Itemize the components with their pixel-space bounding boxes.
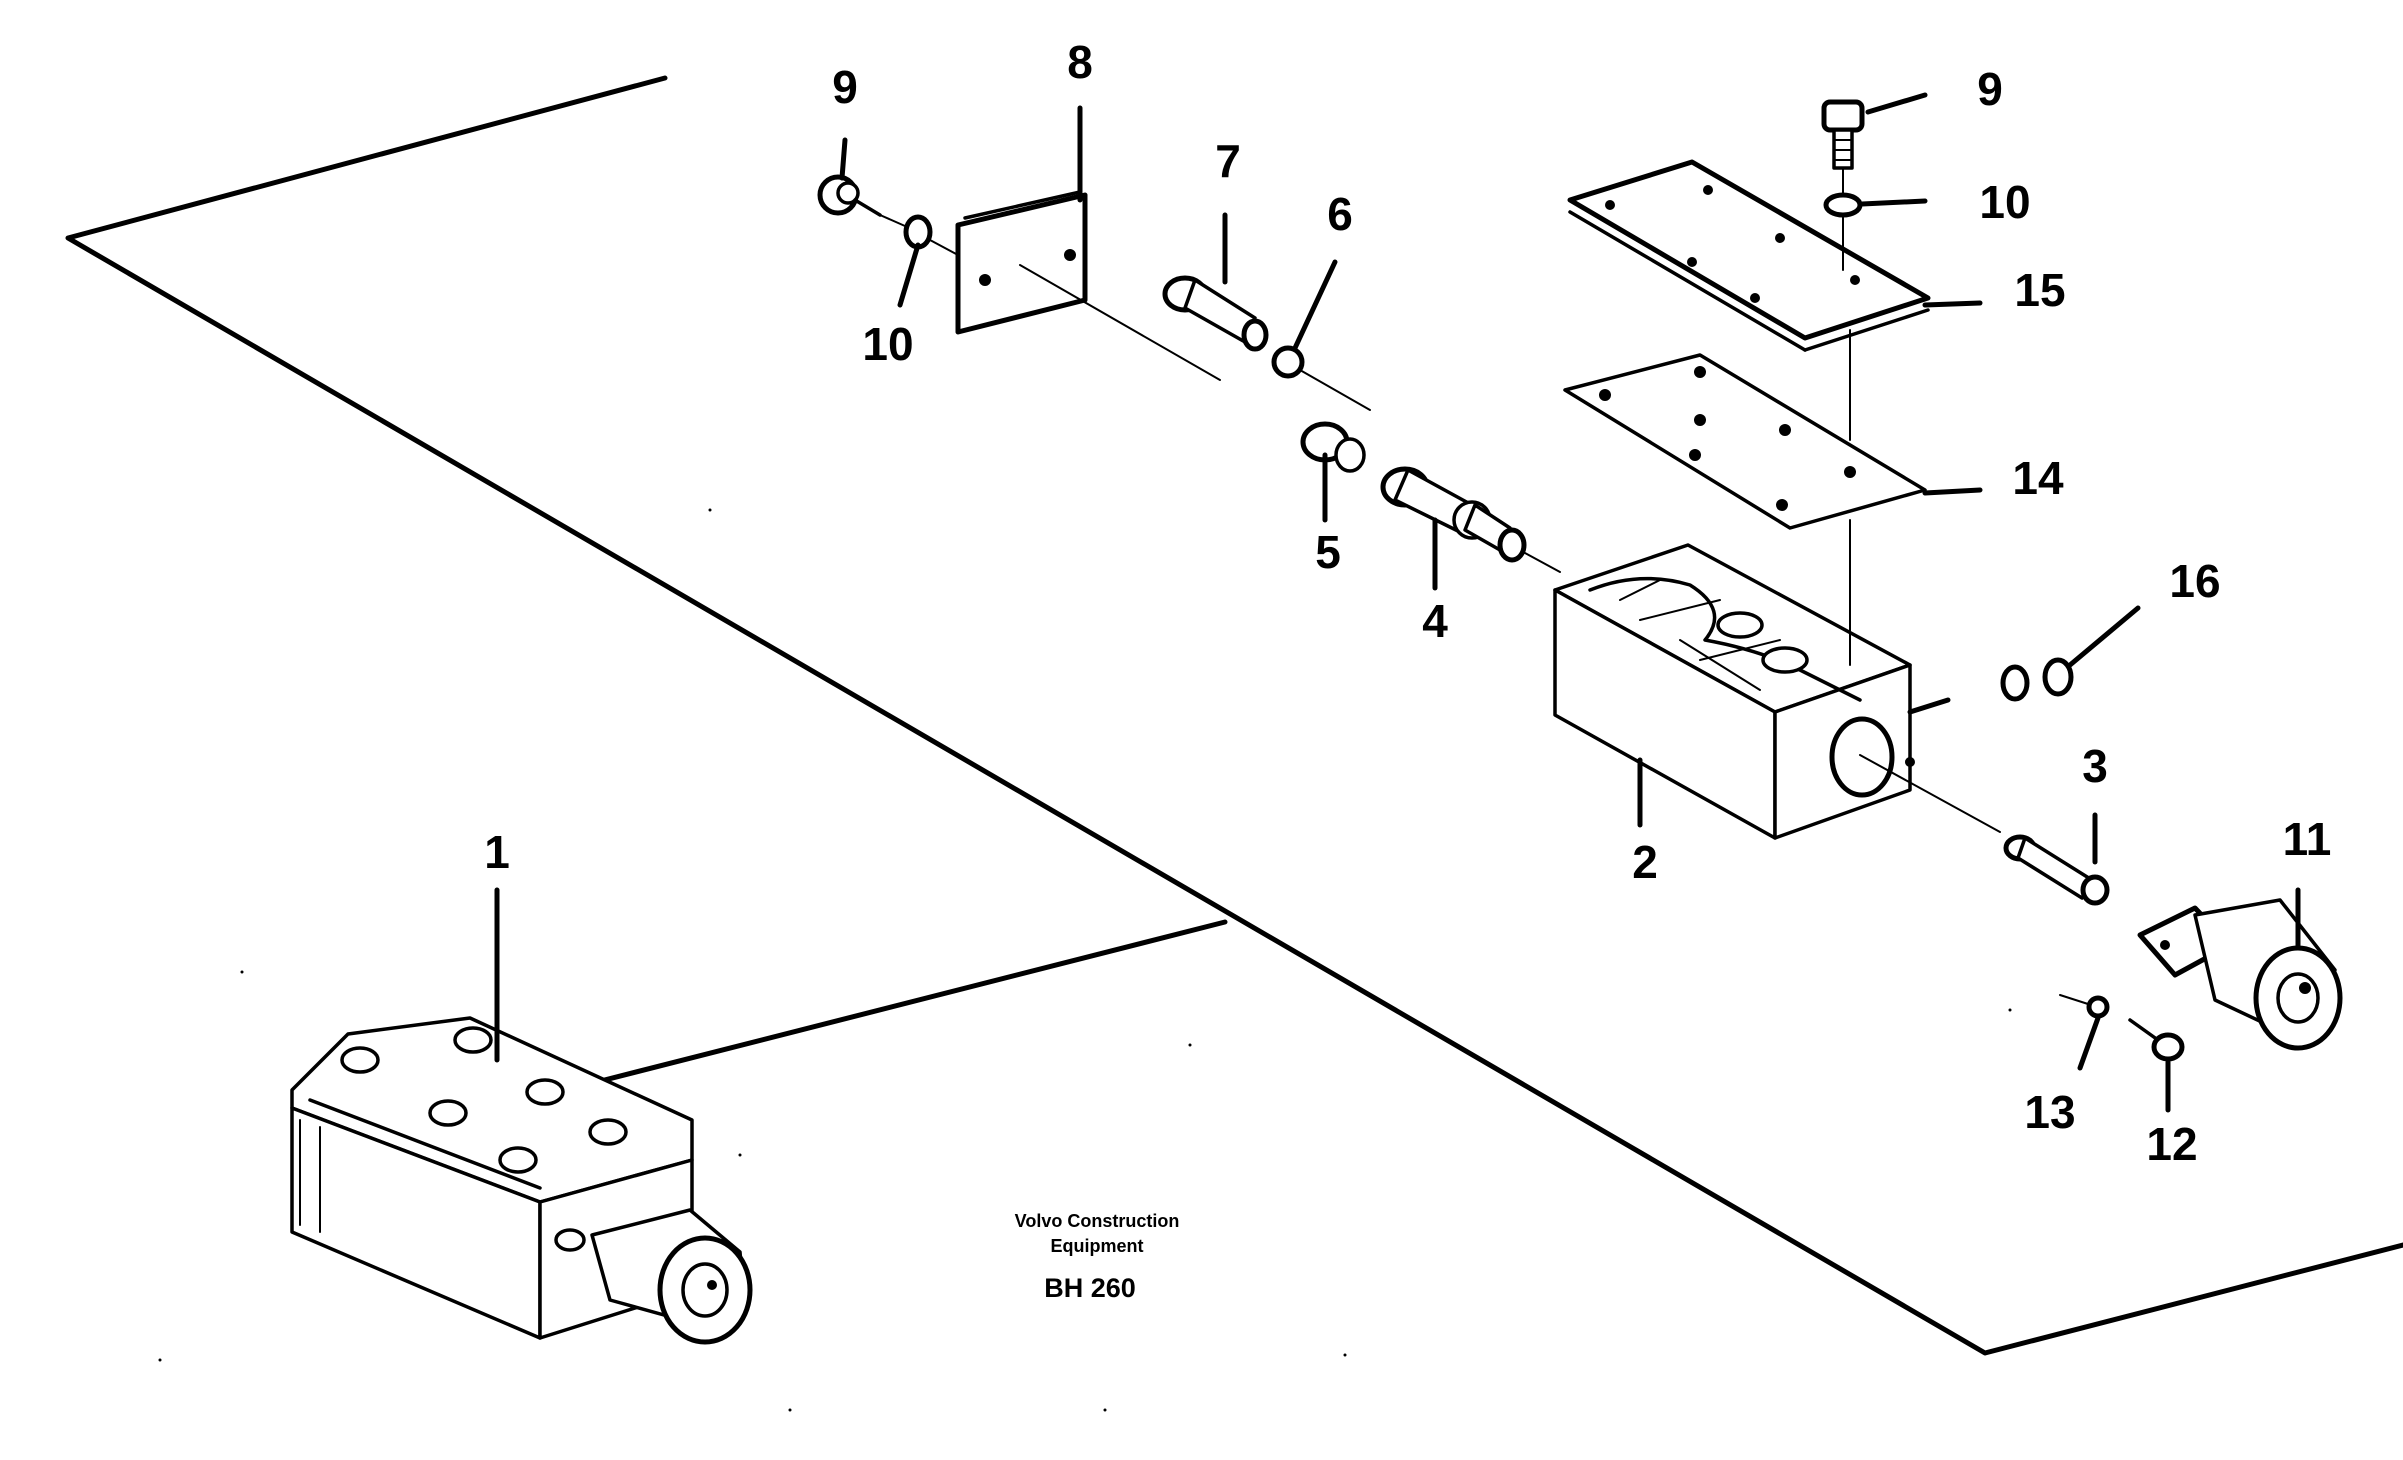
assembly-centerlines	[879, 167, 2089, 1005]
callout-labels: 1 2 3 4 5 6 7 8 9 10 9 10 11 12 13 14 15…	[484, 36, 2331, 1170]
part-9-screw-left	[817, 174, 882, 217]
callout-9-left: 9	[832, 61, 858, 113]
callout-13: 13	[2024, 1086, 2075, 1138]
part-10-washer-right	[1823, 192, 1863, 218]
part-4-spool	[1380, 466, 1527, 563]
part-8-end-plate	[955, 190, 1088, 335]
caption-manufacturer: Volvo Construction	[1015, 1211, 1180, 1231]
part-3-pin	[2003, 834, 2110, 906]
part-6-ball	[1271, 345, 1305, 379]
part-1-valve-assembly	[290, 1016, 753, 1345]
callout-12: 12	[2146, 1118, 2197, 1170]
callout-8: 8	[1067, 36, 1093, 88]
part-2-valve-body	[1553, 543, 1915, 840]
callout-10-left: 10	[862, 318, 913, 370]
callout-11: 11	[2283, 813, 2332, 865]
part-16-o-rings	[2000, 657, 2074, 702]
callout-3: 3	[2082, 740, 2108, 792]
callout-2: 2	[1632, 836, 1658, 888]
callout-7: 7	[1215, 135, 1241, 187]
diagram-caption: Volvo Construction Equipment BH 260	[1015, 1211, 1180, 1303]
callout-9-right: 9	[1977, 63, 2003, 115]
scan-specks	[158, 508, 2012, 1412]
part-15-cover-plate	[1567, 159, 1931, 352]
part-14-gasket-plate	[1563, 353, 1927, 530]
callout-6: 6	[1327, 188, 1353, 240]
part-9-screw-right	[1821, 99, 1865, 170]
part-7-plunger	[1162, 275, 1269, 352]
background-plane	[65, 75, 2403, 1356]
callout-4: 4	[1422, 595, 1448, 647]
part-13-washer	[2086, 995, 2110, 1019]
part-12-screw	[2128, 1018, 2185, 1062]
callout-10-right: 10	[1979, 176, 2030, 228]
callout-14: 14	[2012, 452, 2064, 504]
callout-1: 1	[484, 826, 510, 878]
callout-16: 16	[2169, 555, 2220, 607]
caption-manufacturer-line2: Equipment	[1051, 1236, 1144, 1256]
part-10-washer-left	[903, 214, 933, 250]
part-11-solenoid	[2137, 898, 2343, 1051]
part-5-plug	[1300, 421, 1366, 473]
caption-model-code: BH 260	[1044, 1273, 1136, 1303]
callout-5: 5	[1315, 526, 1341, 578]
callout-15: 15	[2014, 264, 2065, 316]
leader-lines	[494, 92, 2301, 1113]
